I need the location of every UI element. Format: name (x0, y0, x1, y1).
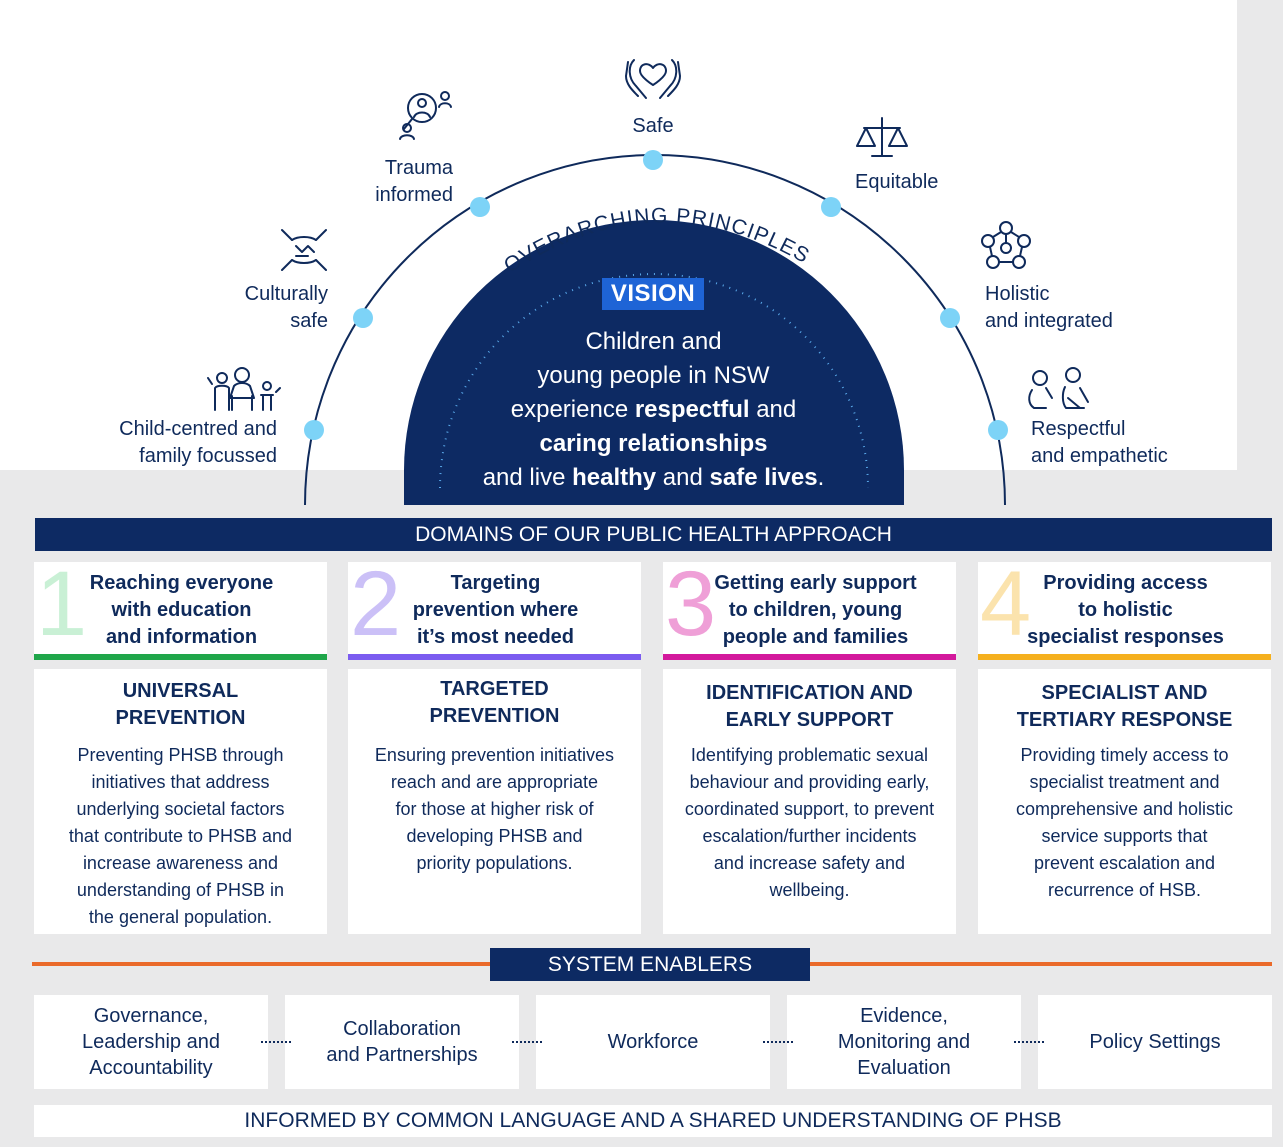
domain-2-divider (348, 654, 641, 660)
joined-hands-icon (281, 229, 327, 271)
footer-statement: INFORMED BY COMMON LANGUAGE AND A SHARED… (34, 1105, 1272, 1137)
domain-number: 1 (36, 562, 88, 654)
principle-equitable: Equitable (855, 169, 975, 196)
domain-number: 4 (980, 562, 1032, 654)
vision-line: and live healthy and safe lives. (482, 464, 825, 491)
vision-line: Children and (585, 328, 722, 355)
enabler-connector (1014, 1041, 1044, 1043)
enabler-workforce: Workforce (536, 995, 770, 1089)
vision-dome (404, 220, 904, 505)
principle-culturally-safe: Culturally safe (200, 281, 328, 335)
principle-trauma-informed: Trauma informed (343, 155, 453, 209)
principle-label: Child-centred and (119, 418, 277, 440)
principle-safe: Safe (603, 113, 703, 140)
balance-scale-icon (856, 117, 908, 157)
domains-banner: DOMAINS OF OUR PUBLIC HEALTH APPROACH (35, 518, 1272, 551)
enablers-banner: SYSTEM ENABLERS (490, 948, 810, 981)
domain-4-divider (978, 654, 1271, 660)
principle-child-centred: Child-centred and family focussed (70, 416, 277, 470)
enabler-connector (763, 1041, 793, 1043)
principle-label: safe (290, 310, 328, 332)
principle-label: Safe (632, 115, 674, 137)
principle-dot (470, 197, 490, 217)
vision-line: experience respectful and (510, 396, 797, 423)
domain-number: 2 (350, 562, 402, 654)
enabler-policy-settings: Policy Settings (1038, 995, 1272, 1089)
vision-line: caring relationships (539, 430, 768, 457)
principle-label: Respectful (1031, 418, 1126, 440)
person-magnifier-icon (399, 91, 452, 140)
principle-holistic: Holistic and integrated (985, 281, 1165, 335)
principle-label: family focussed (139, 445, 277, 467)
principle-label: Equitable (855, 171, 939, 193)
principle-dot (988, 420, 1008, 440)
connected-network-icon (981, 221, 1031, 269)
principle-dot (304, 420, 324, 440)
principle-label: Trauma (384, 157, 453, 179)
principle-label: informed (375, 184, 453, 206)
heart-in-hands-icon (625, 59, 681, 99)
family-icon (207, 367, 281, 411)
principle-respectful: Respectful and empathetic (1031, 416, 1231, 470)
principle-label: Culturally (244, 283, 328, 305)
two-people-icon (1028, 367, 1089, 409)
vision-line: young people in NSW (537, 362, 770, 389)
vision-statement: Children and young people in NSW experie… (430, 325, 877, 495)
domain-1-divider (34, 654, 327, 660)
principles-arc-graphic: OVERARCHING PRINCIPLES (207, 59, 1089, 506)
enabler-connector (512, 1041, 542, 1043)
vision-tag: VISION (602, 278, 704, 310)
domain-3-divider (663, 654, 956, 660)
principle-dot (643, 150, 663, 170)
principle-dot (353, 308, 373, 328)
vision-dotted-ring (439, 273, 869, 489)
enabler-connector (261, 1041, 291, 1043)
principle-label: and empathetic (1031, 445, 1168, 467)
principle-dot (940, 308, 960, 328)
principle-dots (304, 150, 1008, 440)
principle-label: and integrated (985, 310, 1113, 332)
principle-dot (821, 197, 841, 217)
principle-label: Holistic (985, 283, 1050, 305)
domain-number: 3 (665, 562, 717, 654)
